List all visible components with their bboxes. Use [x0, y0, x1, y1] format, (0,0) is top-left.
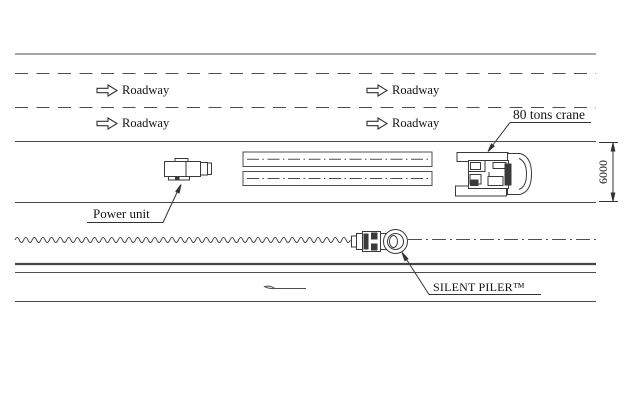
dimension-label: 6000	[596, 160, 610, 184]
roadway-label-1: Roadway	[122, 83, 170, 97]
crane-machine	[455, 152, 533, 197]
sheet-pile-wave	[14, 237, 351, 243]
piler-label: SILENT PILER™	[433, 280, 525, 294]
road-lines	[15, 53, 596, 302]
dim-arrow-up	[610, 142, 616, 152]
power-unit-leader-arrowhead	[175, 184, 182, 194]
roadway-arrow-icon	[96, 84, 119, 97]
piler-leader-line	[402, 253, 430, 295]
roadway-arrow-icon	[366, 117, 389, 130]
pile-stack-2	[242, 171, 433, 186]
dimension-6000	[599, 142, 618, 202]
roadway-label-2: Roadway	[392, 83, 440, 97]
silent-piler-machine	[351, 229, 408, 254]
piler-leader-arrowhead	[401, 252, 409, 262]
crane-label: 80 tons crane	[513, 107, 585, 122]
break-mark	[263, 285, 306, 290]
power-unit-label: Power unit	[93, 206, 150, 221]
roadway-label-4: Roadway	[392, 116, 440, 130]
power-unit-machine	[164, 158, 212, 181]
roadway-arrow-icon	[96, 117, 119, 130]
crane-boom-base	[507, 153, 533, 195]
roadway-label-3: Roadway	[122, 116, 170, 130]
pile-stack-1	[242, 151, 433, 167]
sheet-pile-stockpile	[242, 151, 433, 186]
dim-arrow-down	[610, 192, 616, 202]
label-leaders	[87, 122, 591, 295]
crane-leader-arrowhead	[487, 143, 495, 152]
roadway-arrow-icon	[366, 84, 389, 97]
roadway-arrows	[96, 84, 389, 130]
